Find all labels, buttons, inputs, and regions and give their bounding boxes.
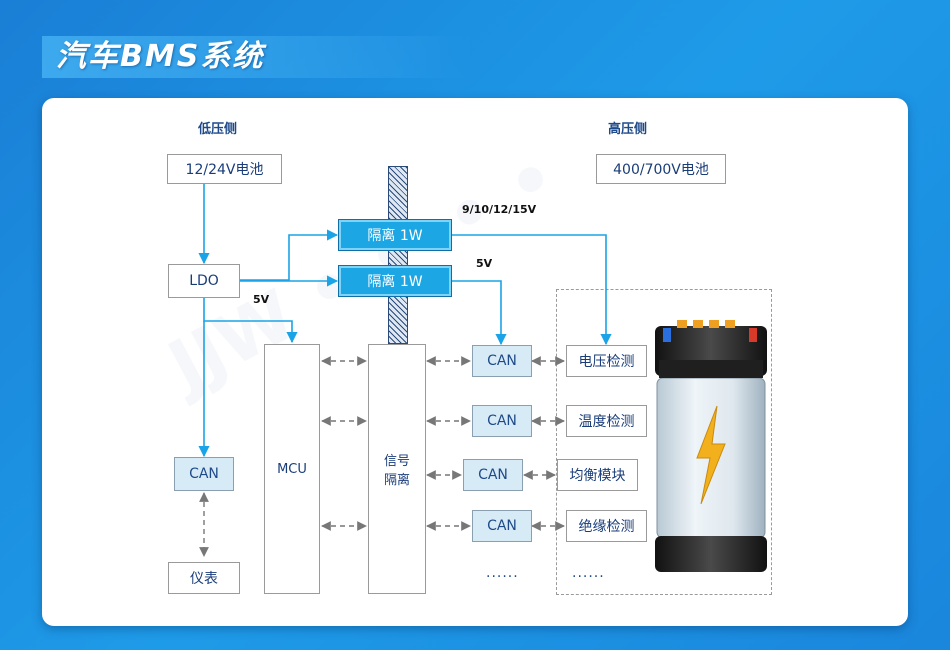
isolated-power-1w-a: 隔离 1W bbox=[338, 219, 452, 251]
can-left-block: CAN bbox=[174, 457, 234, 491]
battery-icon bbox=[655, 320, 767, 572]
high-side-label: 高压侧 bbox=[608, 122, 648, 137]
isolation-barrier bbox=[388, 166, 408, 344]
high-voltage-frame bbox=[556, 289, 772, 595]
signal-isolation-block: 信号 隔离 bbox=[368, 344, 426, 594]
voltage-detect-block: 电压检测 bbox=[566, 345, 647, 377]
function-ellipsis: ...... bbox=[572, 565, 605, 581]
temperature-detect-block: 温度检测 bbox=[566, 405, 647, 437]
signal-isolation-line1: 信号 bbox=[383, 454, 410, 469]
voltage-label-5v-ldo: 5V bbox=[253, 293, 270, 306]
insulation-detect-block: 绝缘检测 bbox=[566, 510, 647, 542]
page-title: 汽车BMS系统 bbox=[56, 39, 265, 74]
meter-block: 仪表 bbox=[168, 562, 240, 594]
battery-12v-block: 12/24V电池 bbox=[167, 154, 282, 184]
voltage-label-5v-upper: 5V bbox=[476, 257, 493, 270]
battery-hv-block: 400/700V电池 bbox=[596, 154, 726, 184]
low-side-label: 低压侧 bbox=[198, 122, 238, 137]
balance-module-block: 均衡模块 bbox=[557, 459, 638, 491]
can-block-2: CAN bbox=[472, 405, 532, 437]
voltage-label-multi: 9/10/12/15V bbox=[462, 203, 537, 216]
can-block-4: CAN bbox=[472, 510, 532, 542]
signal-isolation-line2: 隔离 bbox=[383, 473, 410, 488]
can-block-3: CAN bbox=[463, 459, 523, 491]
can-ellipsis: ...... bbox=[486, 565, 519, 581]
ldo-block: LDO bbox=[168, 264, 240, 298]
can-block-1: CAN bbox=[472, 345, 532, 377]
isolated-power-1w-b: 隔离 1W bbox=[338, 265, 452, 297]
mcu-block: MCU bbox=[264, 344, 320, 594]
title-banner bbox=[42, 36, 472, 78]
